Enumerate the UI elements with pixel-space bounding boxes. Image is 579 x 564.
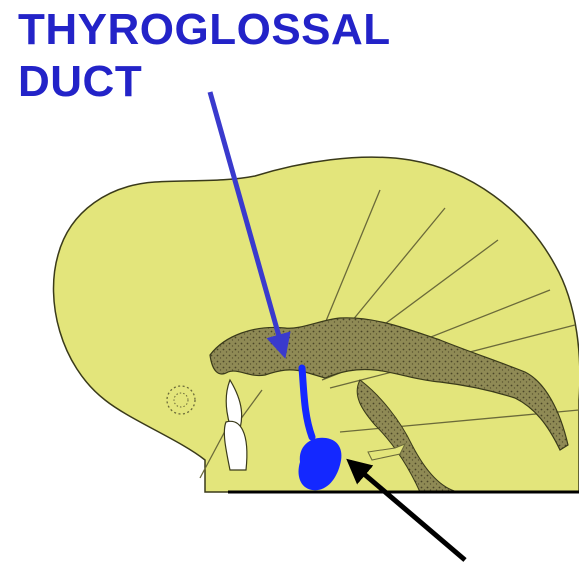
label-line-2: DUCT <box>18 56 391 108</box>
structure-label: THYROGLOSSAL DUCT <box>18 4 391 108</box>
label-line-1: THYROGLOSSAL <box>18 4 391 56</box>
